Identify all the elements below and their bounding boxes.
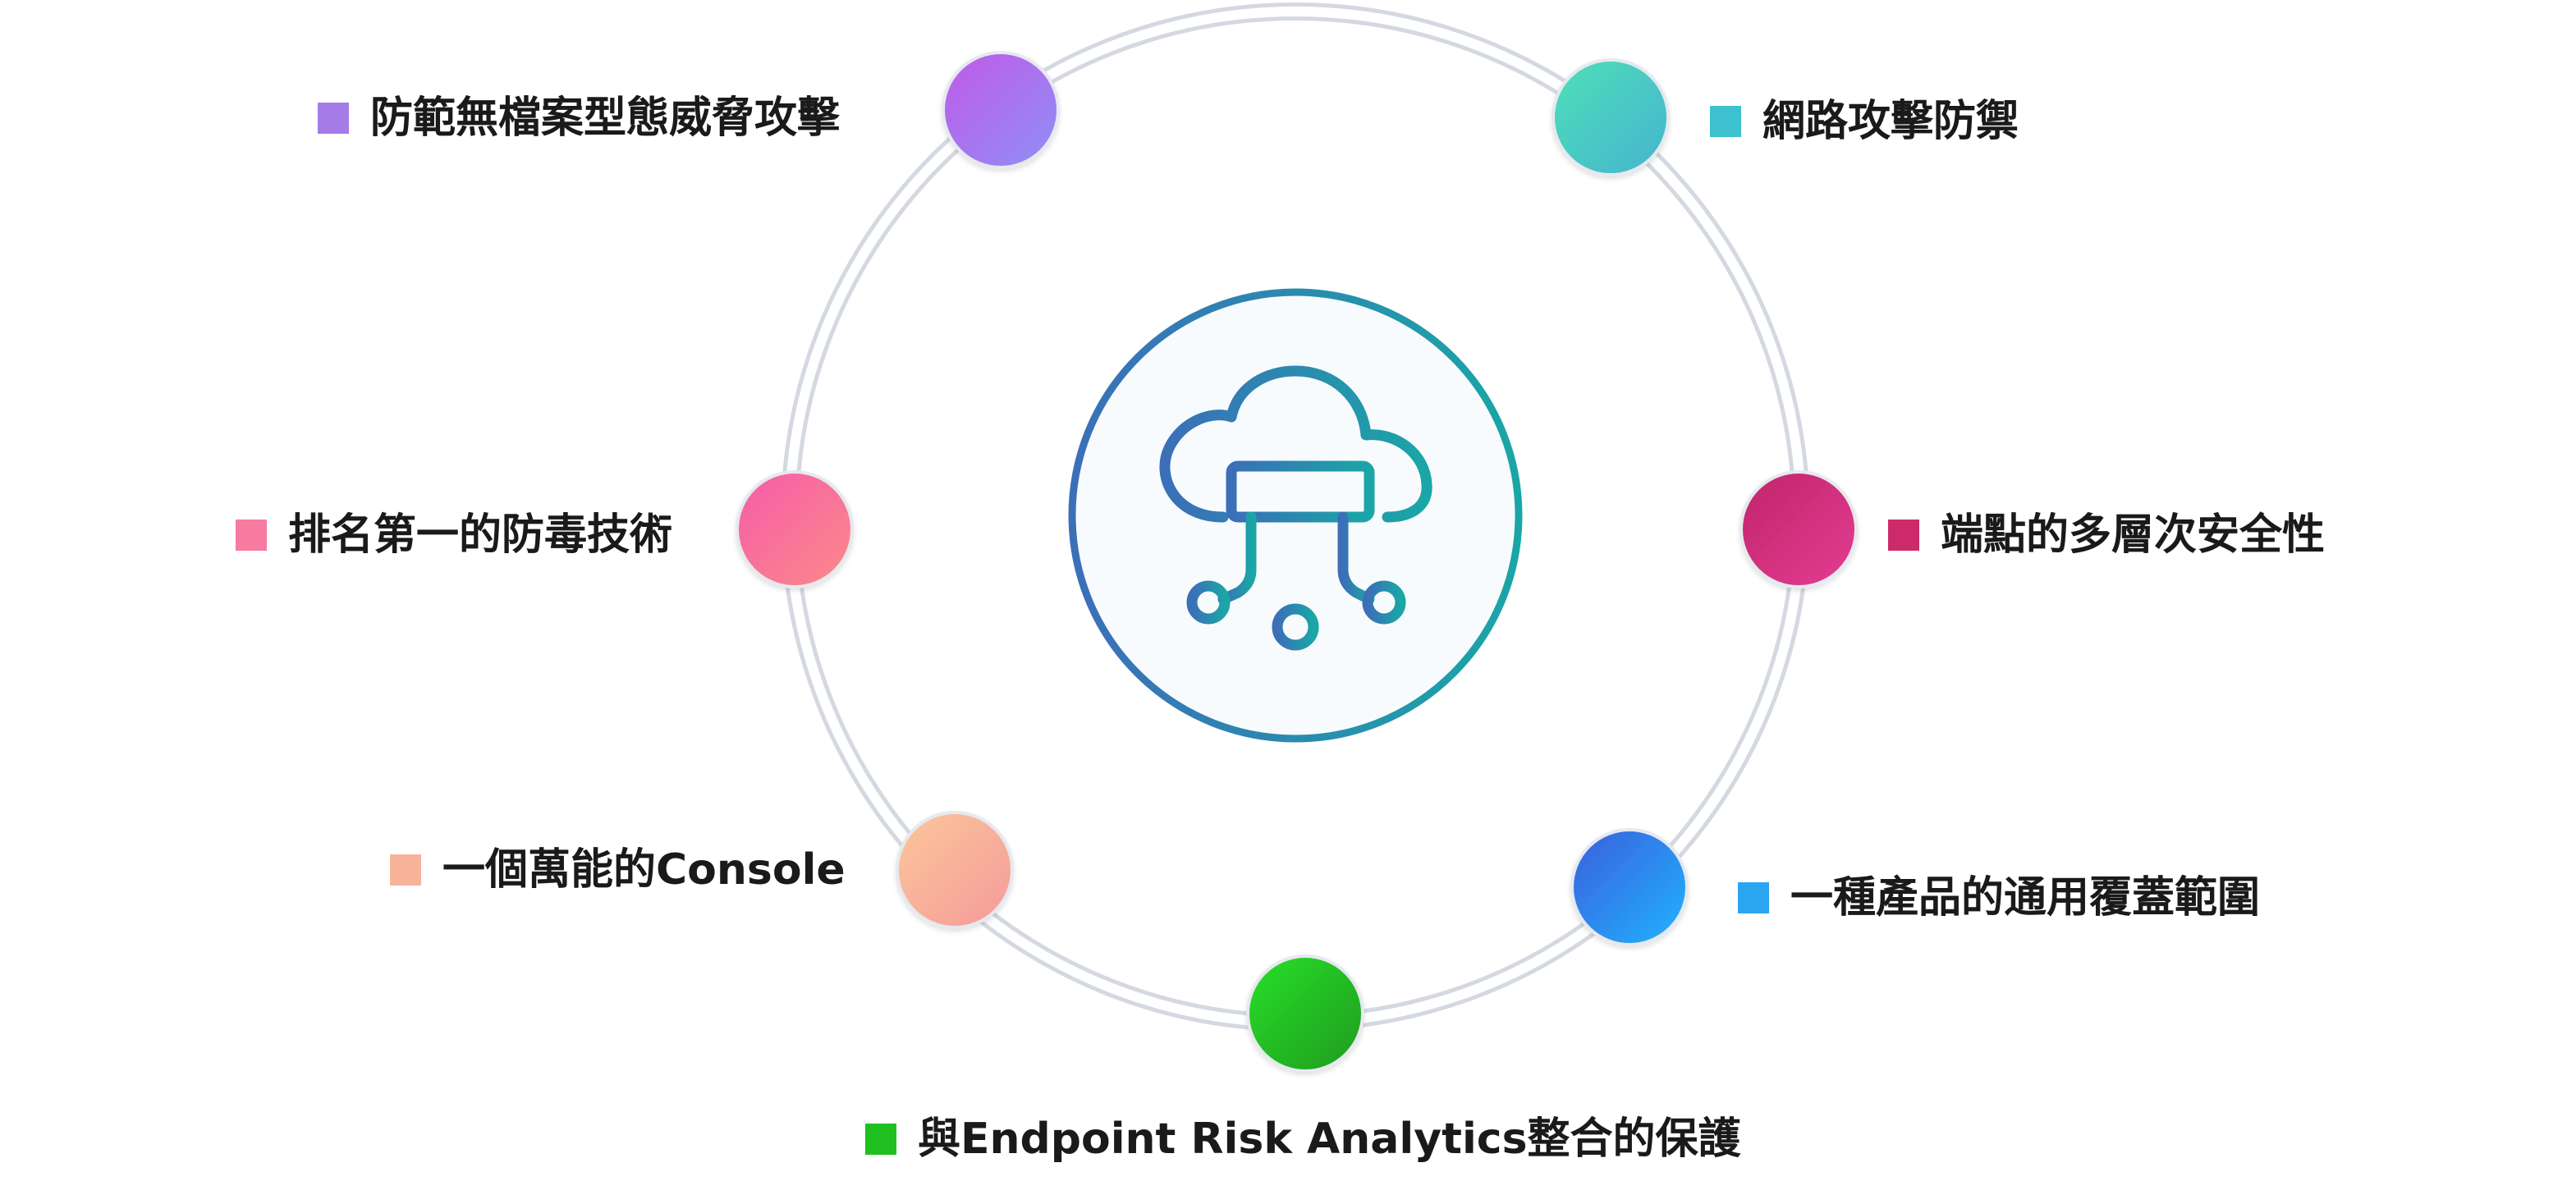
feature-dot-fileless <box>942 51 1060 169</box>
network-text: 網路攻擊防禦 <box>1762 97 2019 146</box>
feature-dot-coverage <box>1570 828 1689 946</box>
network-bullet-square <box>1710 106 1741 137</box>
feature-dot-multilayer <box>1739 470 1858 588</box>
feature-dots <box>736 51 1858 1073</box>
coverage-bullet-square <box>1738 882 1769 913</box>
console-text: 一個萬能的Console <box>442 845 846 895</box>
feature-dot-era <box>1246 955 1364 1073</box>
feature-dot-console <box>896 811 1014 929</box>
antivirus-bullet-square <box>236 520 267 551</box>
era-text: 與Endpoint Risk Analytics整合的保護 <box>918 1115 1741 1164</box>
feature-dot-antivirus <box>736 470 854 588</box>
feature-label-console: 一個萬能的Console <box>390 849 846 891</box>
cloud-server-network-icon <box>1159 365 1432 651</box>
feature-label-era: 與Endpoint Risk Analytics整合的保護 <box>865 1118 1741 1161</box>
feature-label-fileless: 防範無檔案型態威脅攻擊 <box>318 97 840 140</box>
multilayer-bullet-square <box>1888 520 1919 551</box>
feature-label-antivirus: 排名第一的防毒技術 <box>236 514 672 556</box>
multilayer-text: 端點的多層次安全性 <box>1941 510 2326 560</box>
coverage-text: 一種產品的通用覆蓋範圍 <box>1790 873 2261 922</box>
fileless-text: 防範無檔案型態威脅攻擊 <box>370 94 841 143</box>
feature-dot-network <box>1552 58 1670 176</box>
antivirus-text: 排名第一的防毒技術 <box>288 510 673 560</box>
fileless-bullet-square <box>318 103 349 134</box>
feature-label-coverage: 一種產品的通用覆蓋範圍 <box>1738 877 2260 919</box>
feature-label-network: 網路攻擊防禦 <box>1710 100 2019 143</box>
feature-label-multilayer: 端點的多層次安全性 <box>1888 514 2325 556</box>
era-bullet-square <box>865 1124 896 1155</box>
console-bullet-square <box>390 854 421 886</box>
